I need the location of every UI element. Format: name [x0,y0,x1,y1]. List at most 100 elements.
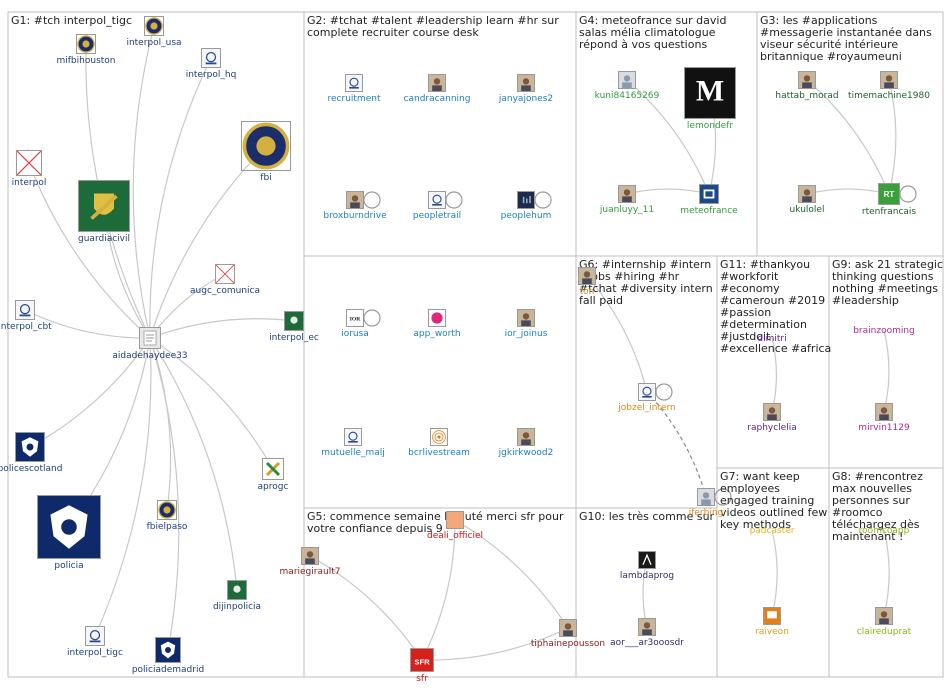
edge-kuni84165269-meteofrance [626,79,710,195]
seal-icon [241,121,291,171]
orangeframe-icon [763,607,781,625]
person-icon [638,618,656,636]
orange-icon [446,511,464,529]
person-icon [763,403,781,421]
node-label-interpol_tigc: interpol_tigc [67,648,123,658]
edge-mariegirault7-sfr [309,555,423,661]
missing-icon [16,150,42,176]
person-icon [346,191,364,209]
ior-icon: IOR [346,309,364,327]
node-label-janyajones2: janyajones2 [498,94,554,104]
panel-border-g1 [7,11,305,678]
person-icon [880,71,898,89]
node-label-mirvin1129: mirvin1129 [858,423,910,433]
panel-title-g7: G7: want keep employees engaged training… [720,470,828,531]
self-loop-peopletrail [445,191,463,209]
edge-timemachine1980-rtenfrancais [888,79,897,195]
node-label-fbi: fbi [260,173,272,183]
node-label-hattab_morad: hattab_morad [775,91,839,101]
missing-icon [215,264,235,284]
node-label-aor_ar3ooosdr: aor___ar3ooosdr [610,638,684,648]
edge-aidadehaydee33-policiademadrid [149,337,180,651]
node-label-sfr: sfr [416,674,428,684]
node-label-peoplehum: peoplehum [500,211,552,221]
self-loop-peoplehum [534,191,552,209]
logo-icon [638,383,656,401]
radio-icon [430,428,448,446]
default-icon [618,71,636,89]
person-icon [618,185,636,203]
node-label-tonks: ton [579,287,595,297]
node-label-deali_officiel: deali_officiel [427,531,483,541]
seal-icon [76,34,96,54]
node-label-kuni84165269: kuni84165269 [594,91,660,101]
edge-jobzel_intern-g6b [646,391,707,498]
edge-aidadehaydee33-interpol_hq [149,57,212,339]
self-loop-rtenfrancais [899,185,917,203]
node-label-policia: policia [54,561,84,571]
node-label-claireduprat: claireduprat [856,627,912,637]
lemonde-icon: M [684,67,736,119]
logo-icon [345,74,363,92]
badge-icon [155,637,181,663]
dark-icon [517,191,535,209]
logo-icon [85,626,105,646]
node-label-ukulolel: ukulolel [789,205,825,215]
node-label-interpol_cbt: interpol_cbt [0,322,52,332]
badge-icon [15,432,45,462]
node-label-interpol_usa: interpol_usa [126,38,182,48]
default-icon [697,488,715,506]
node-label-jobzel_intern: jobzel_intern [618,403,676,413]
rt-icon: RT [878,183,900,205]
node-label-rtenfrancais: rtenfrancais [861,207,917,217]
person-icon [798,71,816,89]
panel-title-g11: G11: #thankyou #workforit #economy #came… [720,258,832,355]
logo-icon [428,191,446,209]
node-label-juanluyy_11: juanluyy_11 [599,205,655,215]
panel-borders [7,11,944,678]
lambda-icon [638,551,656,569]
node-label-meteofrance: meteofrance [680,206,738,216]
svg-text:SFR: SFR [414,657,430,666]
node-label-lemondefr: lemondefr [686,121,734,131]
panel-title-g8: G8: #rencontrez max nouvelles personnes … [832,470,923,543]
node-label-aprogc: aprogc [257,482,289,492]
svg-text:M: M [696,75,724,108]
edge-aidadehaydee33-interpol_cbt [24,309,151,339]
edge-deali_officiel-tiphainepousson [454,519,569,629]
sfr-icon: SFR [410,648,434,672]
node-label-interpol: interpol [11,178,47,188]
green-icon [284,311,304,331]
node-label-g6b: iferbing [688,508,724,518]
node-label-mariegirault7: mariegirault7 [279,567,341,577]
node-label-ior_joinus: ior_joinus [504,329,548,339]
node-label-broxburndrive: broxburndrive [323,211,387,221]
panel-title-g9: G9: ask 21 strategic thinking questions … [832,258,944,307]
self-loop-broxburndrive [363,191,381,209]
node-label-app_worth: app_worth [413,329,461,339]
panel-title-g6: G6: #internship #intern #jobs #hiring #h… [579,258,713,307]
node-label-peopletrail: peopletrail [412,211,462,221]
svg-text:IOR: IOR [350,316,362,322]
badge-icon [37,495,101,559]
node-label-bcrlivestream: bcrlivestream [408,448,470,458]
edge-deali_officiel-sfr [421,519,456,661]
edge-aidadehaydee33-dijinpolicia [149,337,238,591]
person-icon [875,607,893,625]
person-icon [428,74,446,92]
node-label-fbielpaso: fbielpaso [146,522,188,532]
node-label-candracanning: candracanning [403,94,471,104]
node-label-tiphainepousson: tiphainepousson [530,639,606,649]
self-loop-jobzel_intern [655,383,673,401]
node-label-aidadehaydee33: aidadehaydee33 [112,351,188,361]
self-loop-iorusa [363,309,381,327]
edge-aidadehaydee33-policescotland [29,337,151,448]
node-label-recruitment: recruitment [327,94,381,104]
panel-border-g8 [828,467,944,678]
node-label-interpol_ec: interpol_ec [269,333,319,343]
node-label-interpol_hq: interpol_hq [185,70,237,80]
node-label-lambdaprog: lambdaprog [619,571,675,581]
pink-icon [428,309,446,327]
